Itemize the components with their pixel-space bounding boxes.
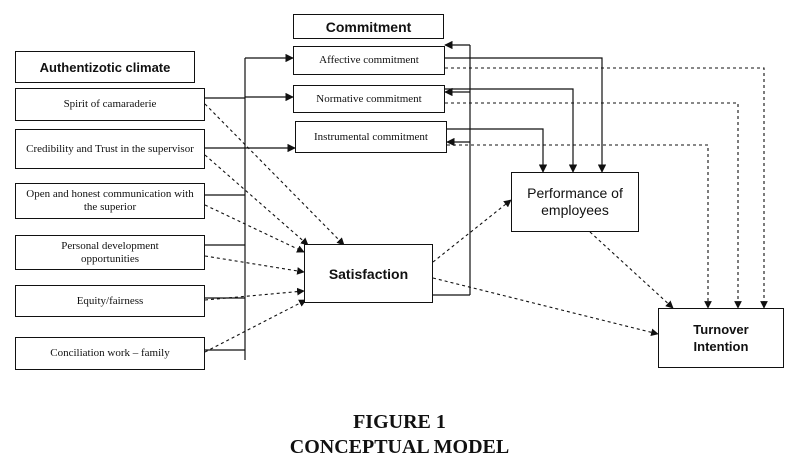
climate-item-personal-development: Personal development opportunities [15, 235, 205, 270]
commitment-header-label: Commitment [325, 18, 412, 35]
authentizotic-climate-header: Authentizotic climate [15, 51, 195, 83]
affective-commitment-label: Affective commitment [319, 54, 419, 66]
climate-item-label: Personal development opportunities [61, 239, 159, 265]
commitment-to-performance-arrows [445, 57, 607, 173]
normative-commitment-label: Normative commitment [316, 92, 422, 105]
normative-commitment-box: Normative commitment [293, 85, 445, 113]
outcome-arrows [432, 199, 674, 337]
affective-commitment-box: Affective commitment [293, 46, 445, 75]
commitment-header: Commitment [293, 14, 444, 39]
turnover-intention-box: Turnover Intention [658, 308, 784, 368]
performance-label: Performance of employees [527, 185, 623, 218]
climate-item-label: Conciliation work – family [50, 347, 170, 359]
climate-to-commitment-bus [205, 53, 296, 360]
figure-caption-title: CONCEPTUAL MODEL [289, 436, 510, 458]
turnover-intention-label: Turnover Intention [693, 322, 749, 354]
climate-item-credibility: Credibility and Trust in the supervisor [15, 129, 205, 169]
performance-box: Performance of employees [511, 172, 639, 232]
climate-item-label: Spirit of camaraderie [63, 98, 157, 110]
commitment-to-turnover-arrows [445, 67, 768, 309]
climate-item-label: Equity/fairness [76, 294, 144, 307]
instrumental-commitment-label: Instrumental commitment [314, 130, 428, 143]
satisfaction-to-commitment-loop [433, 40, 471, 296]
figure-caption-number: FIGURE 1 [353, 411, 446, 433]
climate-item-conciliation: Conciliation work – family [15, 337, 205, 370]
climate-item-equity: Equity/fairness [15, 285, 205, 317]
climate-item-communication: Open and honest communication with the s… [15, 183, 205, 219]
climate-item-label: Open and honest communication with the s… [26, 188, 194, 213]
authentizotic-climate-label: Authentizotic climate [39, 59, 171, 75]
satisfaction-box: Satisfaction [304, 244, 433, 303]
instrumental-commitment-box: Instrumental commitment [295, 121, 447, 153]
climate-to-satisfaction-arrows [204, 103, 345, 353]
climate-item-label: Credibility and Trust in the supervisor [26, 142, 194, 155]
climate-item-camaraderie: Spirit of camaraderie [15, 88, 205, 121]
satisfaction-label: Satisfaction [328, 265, 409, 282]
